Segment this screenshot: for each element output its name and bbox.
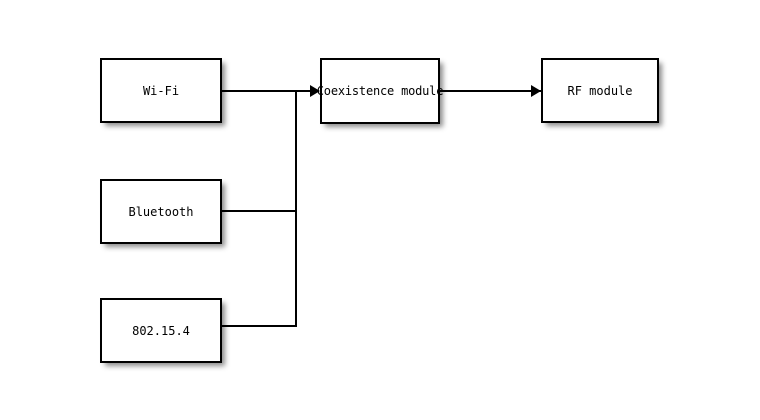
arrowhead-into-rf-module (531, 85, 541, 97)
node-wifi[interactable]: Wi-Fi (100, 58, 222, 123)
connector-wifi-to-coexistence (222, 90, 319, 92)
node-coexistence-module[interactable]: Coexistence module (316, 58, 444, 124)
node-802-15-4-label: 802.15.4 (132, 323, 190, 338)
node-rf-module[interactable]: RF module (541, 58, 659, 123)
connector-coexistence-to-rf (440, 90, 541, 92)
connector-802-15-4-to-trunk (222, 325, 297, 327)
connector-trunk-vertical (295, 90, 297, 327)
node-rf-module-label: RF module (567, 83, 633, 98)
connector-bluetooth-to-trunk (222, 210, 297, 212)
node-wifi-label: Wi-Fi (142, 83, 180, 98)
node-802-15-4[interactable]: 802.15.4 (100, 298, 222, 363)
node-bluetooth-label: Bluetooth (128, 204, 194, 219)
arrowhead-into-coexistence (310, 85, 320, 97)
node-bluetooth[interactable]: Bluetooth (100, 179, 222, 244)
node-coexistence-module-label: Coexistence module (316, 84, 444, 98)
